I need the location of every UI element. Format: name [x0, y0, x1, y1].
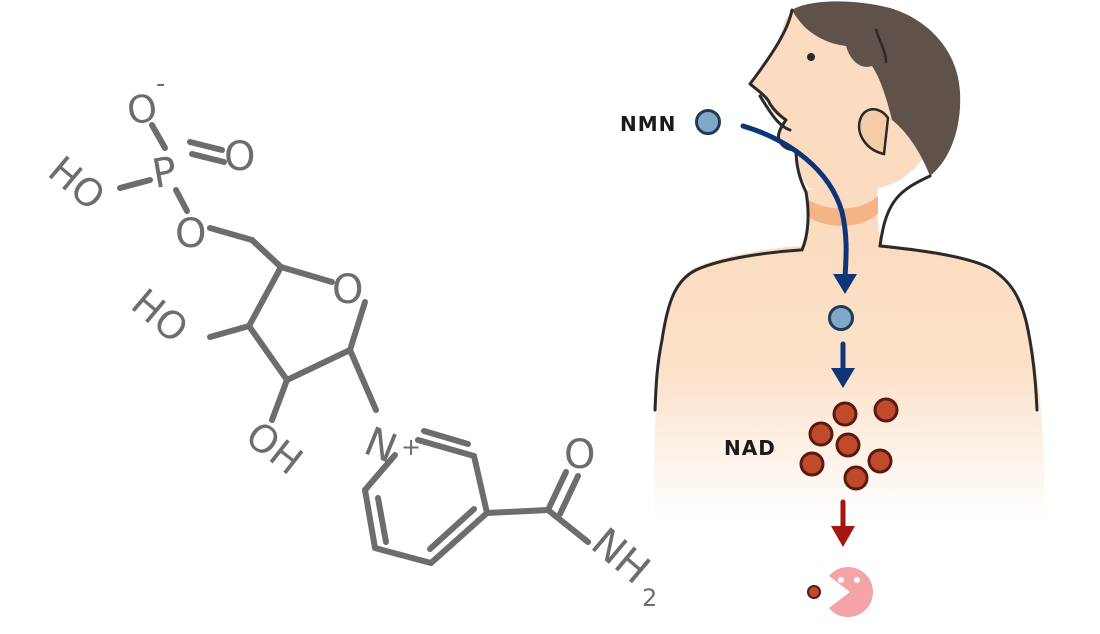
- atom-phosphate-o-double: O: [224, 134, 255, 180]
- nad-dot: [843, 465, 869, 491]
- pacman-eye-right: [854, 577, 860, 583]
- pacman-enzyme: [829, 567, 873, 617]
- nad-label: NAD: [724, 436, 776, 460]
- nad-dot: [835, 432, 861, 458]
- person-torso: [654, 244, 1045, 520]
- person-shoulder-outline-right: [878, 244, 1039, 412]
- nad-cluster: [799, 397, 899, 491]
- ingestion-arrow: [740, 123, 849, 281]
- atom-phosphate-o-minus: O: [124, 86, 160, 134]
- person-illustration: [653, 1, 1045, 520]
- nmn-dot-body: [828, 305, 854, 331]
- molecule-atoms: O - P O HO O O HO OH N + O NH 2: [40, 69, 658, 612]
- nad-dot: [832, 401, 858, 427]
- atom-phosphorus: P: [149, 148, 181, 197]
- person-hair-sideburn: [874, 28, 888, 64]
- person-mouth-outline: [758, 94, 792, 132]
- person-shoulder-outline: [653, 248, 802, 412]
- nad-dot: [799, 451, 825, 477]
- ingestion-arrowhead: [833, 274, 857, 294]
- absorption-pathway: NMN NAD: [620, 109, 899, 617]
- person-back-neck-outline: [878, 174, 932, 248]
- atom-ribose-oh-left: HO: [123, 280, 196, 351]
- consumption-arrowhead: [831, 526, 855, 547]
- atom-amide-nh-subscript: 2: [642, 584, 657, 612]
- person-hair: [792, 1, 961, 177]
- atom-amide-o: O: [564, 432, 595, 478]
- atom-pyridinium-charge: +: [401, 433, 421, 461]
- person-eye: [807, 53, 815, 61]
- atom-ester-o: O: [175, 211, 206, 257]
- atom-ribose-oh-bottom: OH: [238, 413, 311, 484]
- atom-phosphate-minus: -: [156, 69, 165, 99]
- person-ear: [857, 108, 890, 156]
- pacman-eye-left: [838, 577, 844, 583]
- nmn-molecule: O - P O HO O O HO OH N + O NH 2: [40, 69, 658, 612]
- nad-dot: [808, 421, 834, 447]
- atom-amide-nh: NH: [583, 520, 659, 594]
- nad-dot: [867, 448, 893, 474]
- atom-pyridinium-n: N: [358, 419, 403, 473]
- nad-dot: [873, 397, 899, 423]
- molecule-bonds: [117, 122, 591, 566]
- consumed-nad-dot: [807, 585, 821, 599]
- conversion-arrowhead: [831, 368, 855, 388]
- nmn-label: NMN: [620, 112, 676, 136]
- atom-ring-o: O: [332, 267, 363, 313]
- nmn-dot-intake: [695, 109, 721, 135]
- atom-phosphate-oh: HO: [40, 148, 113, 219]
- person-profile-outline: [748, 8, 810, 252]
